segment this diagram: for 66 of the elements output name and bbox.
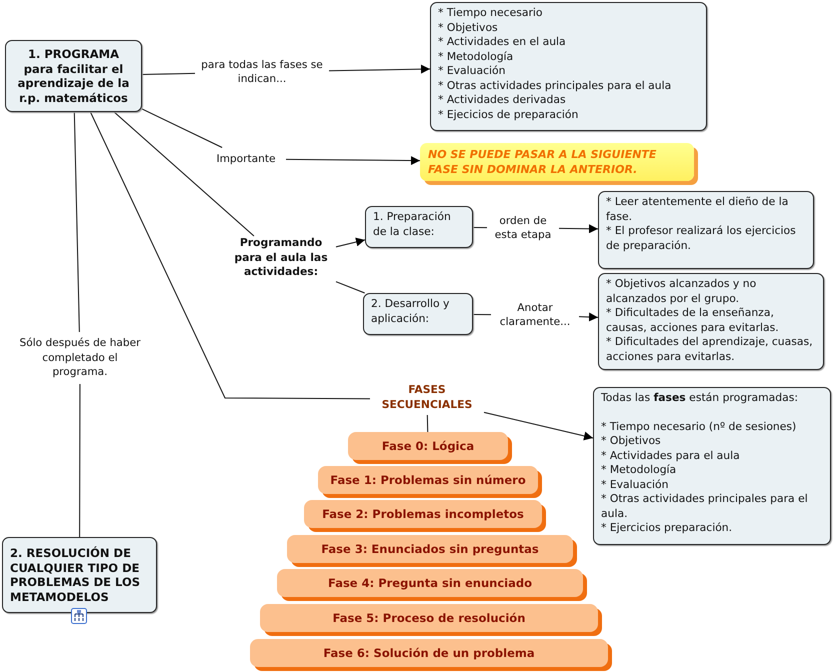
warning-box <box>420 143 694 181</box>
phase-step-box <box>348 432 508 460</box>
link-phrase: para todas las fases se indican... <box>200 58 324 86</box>
arrow <box>472 224 598 234</box>
bullet-text: * Dificultades del aprendizaje, cuasas, acciones para evitarlas. <box>606 335 814 364</box>
bullet-text: * Evaluación <box>601 478 670 492</box>
bullet-text: * Tiempo necesario <box>438 6 544 20</box>
node-text: Fase 4: Pregunta sin enunciado <box>328 576 532 590</box>
phase-step-box <box>304 500 542 528</box>
bullet-text: 1. Preparación de la clase: <box>373 210 452 239</box>
concept-box <box>598 273 824 370</box>
arrow <box>336 238 366 248</box>
connector-line <box>90 112 370 400</box>
concept-box <box>365 206 473 248</box>
node-text: Fase 1: Problemas sin número <box>330 472 526 488</box>
bullet-text: * Objetivos <box>438 20 499 35</box>
node-text: Fase 5: Proceso de resolución <box>332 610 526 626</box>
bullet-text: 2. Desarrollo y aplicación: <box>371 297 450 326</box>
phase-step-box <box>318 466 538 494</box>
connector-line <box>336 281 366 294</box>
bullet-text: * Tiempo necesario (nº de sesiones) <box>601 420 798 434</box>
arrow <box>142 64 430 76</box>
concept-box <box>593 387 831 545</box>
arrow <box>484 412 594 440</box>
bullet-text: * Objetivos <box>601 434 662 448</box>
link-phrase: orden de esta etapa <box>494 214 552 242</box>
bullet-text: * Metodología <box>601 463 678 478</box>
bullet-text: * Actividades en el aula <box>438 35 567 50</box>
node-text: Fase 0: Lógica <box>382 438 474 454</box>
node-text: 1. PROGRAMA para facilitar el aprendizaje de la r.p. matemáticos <box>16 47 130 105</box>
bullet-text: * Evaluación <box>438 64 507 78</box>
bullet-text: * Dificultades de la enseñanza, causas, acciones para evitarlas. <box>606 306 780 335</box>
bullet-text: * Objetivos alcanzados y no alcanzados por el grupo. <box>606 277 758 306</box>
link-phrase: Importante <box>215 152 277 166</box>
bullet-text: * Leer atentemente el dieño de la fase. <box>606 195 790 224</box>
bullet-text: * Actividades para el aula <box>601 448 741 463</box>
connector-line <box>74 112 80 538</box>
concept-box <box>430 2 707 131</box>
bullet-text: * Ejecicios de preparación <box>438 108 580 122</box>
bullet-text: * Metodología <box>438 50 514 64</box>
connector-line <box>426 414 428 432</box>
node-text: 2. RESOLUCIÓN DE CUALQUIER TIPO DE PROBLEMAS DE LOS METAMODELOS <box>10 546 142 604</box>
phase-step-box <box>287 535 573 563</box>
node-text: NO SE PUEDE PASAR A LA SIGUIENTE FASE SIN DOMINAR LA ANTERIOR. <box>428 147 658 177</box>
bullet-text: * Actividades derivadas <box>438 93 567 108</box>
concept-text: FASES SECUENCIALES <box>370 383 484 415</box>
bullet-text: Todas las fases están programadas: <box>601 391 800 406</box>
bullet-text: * Ejercicios preparación. <box>601 521 734 536</box>
connector-line <box>114 112 254 236</box>
node-text: Fase 6: Solución de un problema <box>323 646 535 660</box>
arrow <box>472 312 598 322</box>
concept-box <box>363 293 473 335</box>
concept-box <box>5 40 142 112</box>
phase-step-box <box>250 639 608 667</box>
arrow <box>142 108 420 166</box>
phase-step-box <box>260 604 598 632</box>
link-phrase: Anotar claramente... <box>498 300 572 330</box>
node-text: Fase 3: Enunciados sin preguntas <box>321 542 539 556</box>
phase-step-box <box>277 569 583 597</box>
node-text: Fase 2: Problemas incompletos <box>322 506 524 522</box>
bullet-text: * Otras actividades principales para el aula <box>438 78 672 93</box>
bullet-text: * Otras actividades principales para el aula. <box>601 492 809 521</box>
concept-text: Programando para el aula las actividades: <box>226 236 336 284</box>
concept-box <box>598 191 814 269</box>
bullet-text: * El profesor realizará los ejercicios de preparación. <box>606 224 797 253</box>
link-phrase: Sólo después de haber completado el programa. <box>18 336 142 380</box>
